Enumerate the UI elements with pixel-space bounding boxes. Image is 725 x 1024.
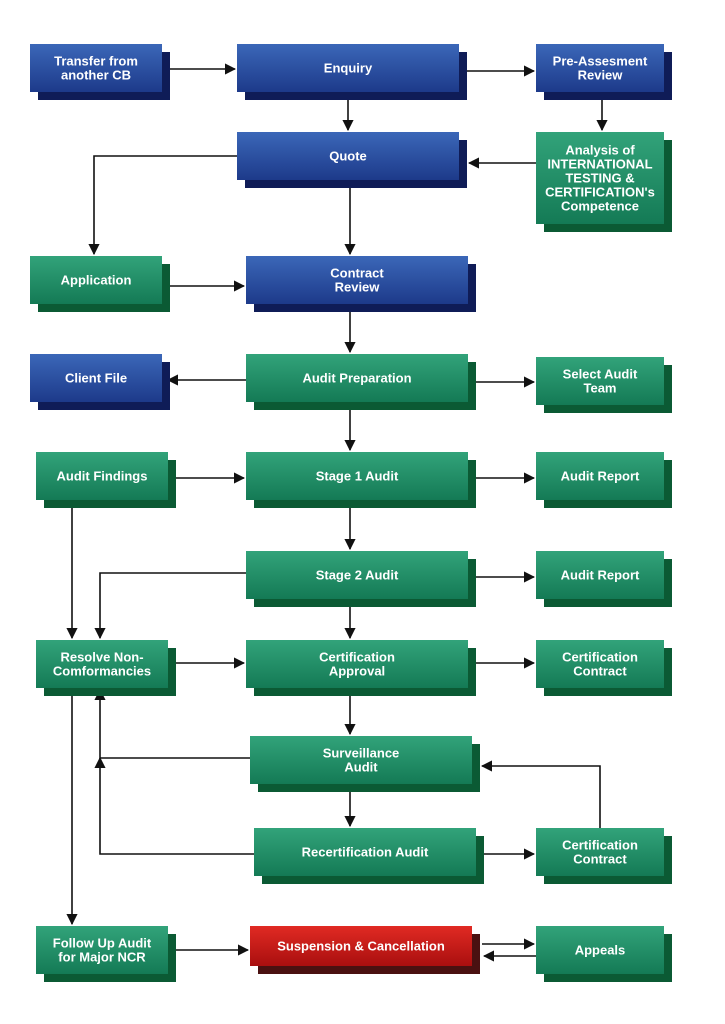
node-stage2-audit: Stage 2 Audit	[246, 551, 476, 607]
node-suspension: Suspension & Cancellation	[250, 926, 480, 974]
node-box	[237, 44, 459, 92]
node-label-line: Stage 2 Audit	[316, 568, 399, 583]
node-label-line: Enquiry	[324, 61, 373, 76]
connector-recertification-audit-to-resolve-nc	[94, 756, 254, 855]
node-label-line: Contract	[573, 852, 627, 867]
node-label-line: Review	[578, 68, 624, 83]
node-stage1-audit: Stage 1 Audit	[246, 452, 476, 508]
node-box	[246, 640, 468, 688]
node-box	[536, 357, 664, 405]
node-label-line: Audit Report	[561, 469, 640, 484]
node-label-line: Recertification Audit	[302, 845, 429, 860]
node-audit-findings: Audit Findings	[36, 452, 176, 508]
node-label-line: Application	[61, 273, 132, 288]
node-box	[36, 926, 168, 974]
node-label-line: Analysis of	[565, 143, 635, 158]
connector-stage2-audit-to-resolve-nc	[94, 572, 246, 640]
node-recertification-audit: Recertification Audit	[254, 828, 484, 884]
node-label-line: Certification	[562, 650, 638, 665]
node-box	[536, 926, 664, 974]
node-box	[246, 452, 468, 500]
node-label-line: CERTIFICATION's	[545, 185, 655, 200]
connectors	[66, 63, 608, 962]
node-label-line: Audit Preparation	[302, 371, 411, 386]
node-appeals: Appeals	[536, 926, 672, 982]
node-box	[250, 926, 472, 966]
node-box	[30, 256, 162, 304]
node-label-line: INTERNATIONAL	[547, 157, 652, 172]
node-label-line: Audit Findings	[57, 469, 148, 484]
node-box	[246, 256, 468, 304]
node-label-line: Select Audit	[563, 367, 638, 382]
node-label-line: Follow Up Audit	[53, 936, 152, 951]
node-label-line: Contract	[573, 664, 627, 679]
node-label-line: another CB	[61, 68, 131, 83]
node-label-line: Resolve Non-	[60, 650, 143, 665]
node-box	[246, 354, 468, 402]
connector-certification-contract-2-to-surveillance-audit	[480, 760, 601, 828]
node-label-line: Appeals	[575, 943, 626, 958]
node-label-line: Review	[335, 280, 381, 295]
node-audit-report-1: Audit Report	[536, 452, 672, 508]
node-label-line: Pre-Assesment	[553, 54, 648, 69]
node-box	[536, 44, 664, 92]
node-label-line: Transfer from	[54, 54, 138, 69]
node-audit-report-2: Audit Report	[536, 551, 672, 607]
node-label-line: Competence	[561, 199, 639, 214]
node-label-line: Contract	[330, 266, 384, 281]
node-label-line: Client File	[65, 371, 127, 386]
node-label-line: Comformancies	[53, 664, 151, 679]
node-box	[237, 132, 459, 180]
node-box	[250, 736, 472, 784]
node-quote: Quote	[237, 132, 467, 188]
node-box	[36, 452, 168, 500]
connector-quote-to-application	[88, 155, 237, 256]
node-client-file: Client File	[30, 354, 170, 410]
node-label-line: Surveillance	[323, 746, 400, 761]
node-box	[536, 640, 664, 688]
node-label-line: Suspension & Cancellation	[277, 939, 445, 954]
connector-surveillance-audit-to-resolve-nc	[94, 688, 250, 759]
node-label-line: TESTING &	[565, 171, 634, 186]
node-box	[30, 354, 162, 402]
node-label-line: for Major NCR	[58, 950, 146, 965]
node-box	[246, 551, 468, 599]
node-audit-preparation: Audit Preparation	[246, 354, 476, 410]
node-box	[536, 452, 664, 500]
node-label-line: Audit Report	[561, 568, 640, 583]
node-enquiry: Enquiry	[237, 44, 467, 100]
node-label-line: Certification	[319, 650, 395, 665]
node-label-line: Team	[584, 381, 617, 396]
node-resolve-nc: Resolve Non-Comformancies	[36, 640, 176, 696]
node-application: Application	[30, 256, 170, 312]
node-label-line: Audit	[344, 760, 378, 775]
node-box	[254, 828, 476, 876]
node-box	[536, 828, 664, 876]
node-label-line: Stage 1 Audit	[316, 469, 399, 484]
node-box	[536, 551, 664, 599]
node-box	[30, 44, 162, 92]
node-label-line: Quote	[329, 149, 367, 164]
node-label-line: Certification	[562, 838, 638, 853]
node-box	[36, 640, 168, 688]
node-box	[536, 132, 664, 224]
node-label-line: Approval	[329, 664, 385, 679]
